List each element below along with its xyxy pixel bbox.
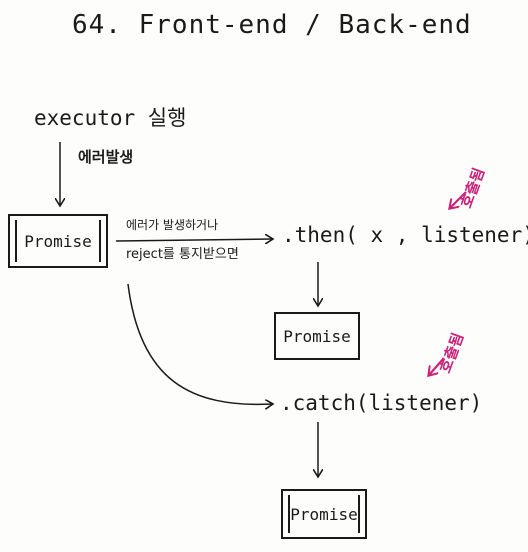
then-call-label: .then( x , listener): [282, 223, 528, 247]
page-title: 64. Front-end / Back-end: [72, 10, 472, 40]
catch-call-label: .catch(listener): [280, 391, 483, 415]
error-occurs-label: 에러발생: [78, 148, 134, 166]
condition-label-reject: reject를 통지받으면: [126, 247, 239, 262]
called-note-catch: 호출됨: [436, 330, 468, 376]
executor-label: executor 실행: [34, 106, 187, 130]
promise-box-label: Promise: [290, 504, 358, 524]
box-bar-right: [358, 495, 360, 533]
promise-box-then: Promise: [274, 312, 360, 360]
box-bar-right: [99, 220, 101, 262]
box-bar-left: [288, 495, 290, 533]
promise-box-catch: Promise: [281, 489, 367, 539]
called-note-then: 호출됨: [457, 165, 489, 211]
promise-box-initial: Promise: [8, 214, 108, 268]
arrow-promise-to-then: [115, 239, 272, 241]
box-bar-left: [15, 220, 17, 262]
promise-box-label: Promise: [283, 326, 351, 346]
promise-box-label: Promise: [24, 231, 92, 251]
condition-label-error: 에러가 발생하거나: [126, 218, 219, 232]
arrow-promise-to-catch: [127, 283, 272, 404]
